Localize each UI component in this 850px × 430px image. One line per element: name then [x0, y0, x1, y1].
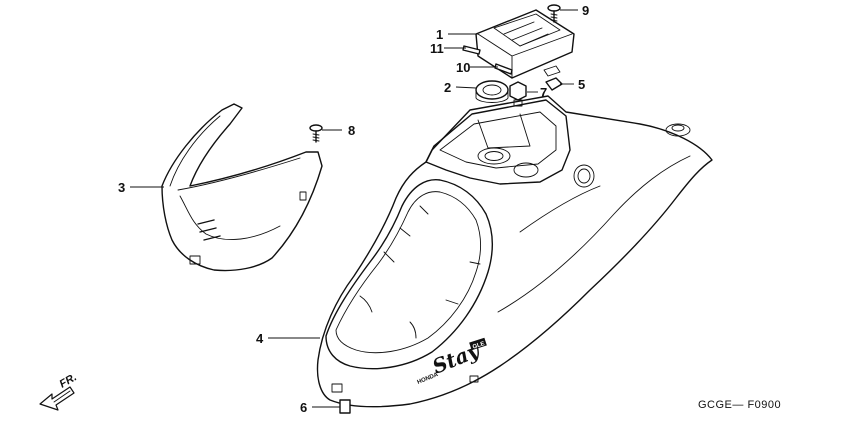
callout-4: 4	[256, 331, 264, 346]
callout-numbers: 1 2 3 4 5 6 7 8 9 10 11	[118, 3, 589, 415]
callout-6: 6	[300, 400, 307, 415]
callout-10: 10	[456, 60, 470, 75]
front-direction-label: FR.	[58, 371, 79, 390]
top-lid	[475, 9, 575, 79]
callout-11: 11	[430, 41, 444, 56]
callout-2: 2	[444, 80, 451, 95]
figure-code: GCGE— F0900	[698, 399, 781, 411]
callout-3: 3	[118, 180, 125, 195]
clip-6	[339, 399, 351, 414]
callout-8: 8	[348, 123, 355, 138]
fender-decal-badge: GLE	[472, 341, 486, 351]
front-direction-arrow: FR.	[39, 371, 79, 411]
leader-lines	[130, 9, 578, 408]
screw-8	[309, 124, 323, 143]
clip-nut	[545, 77, 563, 91]
screw-9	[547, 4, 561, 23]
callout-1: 1	[436, 27, 443, 42]
grommet-ring	[475, 80, 509, 103]
callout-7: 7	[540, 85, 547, 100]
callout-5: 5	[578, 77, 585, 92]
rear-fender: Stay HONDA GLE	[316, 95, 713, 408]
pin-11	[462, 45, 481, 55]
flange-nut	[509, 81, 527, 107]
front-cover	[161, 103, 323, 272]
callout-9: 9	[582, 3, 589, 18]
